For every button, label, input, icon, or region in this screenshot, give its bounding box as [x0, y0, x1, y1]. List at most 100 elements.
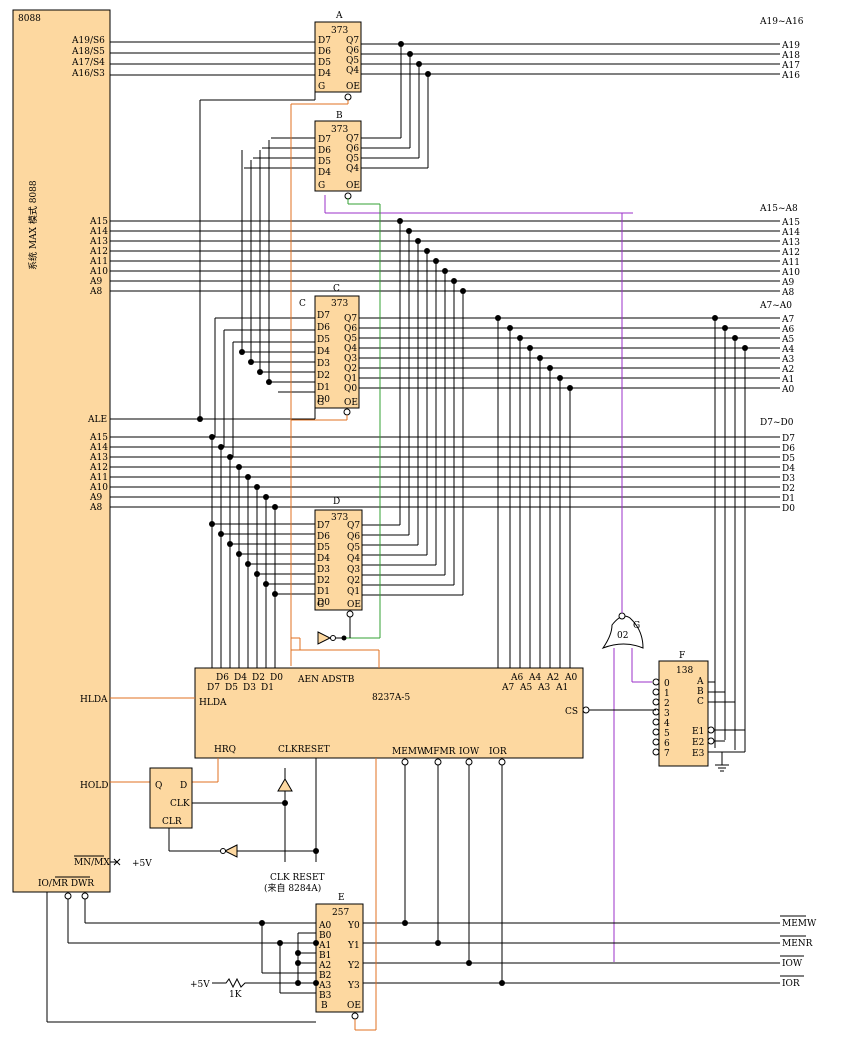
dma-addr-pins: A6 A4 A2 A0 A7 A5 A3 A1	[501, 673, 577, 693]
clk-buffer	[277, 778, 293, 792]
decoder-chip-type: 138	[676, 666, 693, 676]
latch-pin: Q6	[347, 532, 360, 542]
decoder-pin: 2	[664, 699, 670, 709]
latch-pin: D7	[318, 135, 331, 145]
latch-pin: D7	[317, 311, 330, 321]
ff-d: D	[180, 781, 187, 791]
latch-pin: Q7	[347, 521, 360, 531]
latch-pin: Q4	[346, 66, 359, 76]
latch-d-outputs: Q7 Q6 Q5 Q4 Q3 Q2 Q1	[347, 521, 360, 597]
bus-line: D2	[782, 484, 795, 494]
bus-line: A1	[781, 375, 794, 385]
mnmx-vcc-label: +5V	[132, 859, 152, 869]
latch-pin: Q2	[347, 576, 360, 586]
latch-pin: Q5	[346, 56, 359, 66]
latch-pin: Q2	[344, 364, 357, 374]
latch-pin: D2	[317, 576, 330, 586]
latch-pin: Q4	[346, 164, 359, 174]
cpu-pin: A14	[89, 443, 108, 453]
cpu-pin-hlda: HLDA	[80, 695, 108, 705]
mux-pin: A3	[318, 981, 331, 991]
latch-pin: Q1	[347, 587, 360, 597]
latch-c-tag: C	[333, 284, 340, 294]
bus-line: A13	[781, 238, 800, 248]
mux-pin: B1	[319, 951, 331, 961]
bus-a17: A17	[781, 61, 800, 71]
latch-pin: G	[317, 398, 324, 408]
dma-pin-hrq: HRQ	[214, 745, 236, 755]
mux-pin: B0	[319, 931, 332, 941]
latch-a-label: A	[335, 11, 343, 21]
latch-b-chip	[314, 120, 362, 192]
latch-c-chip-type: 373	[331, 299, 348, 309]
mux-label: E	[338, 893, 345, 903]
bus-d7-0-title: D7~D0	[760, 418, 794, 428]
mux-pin: A1	[318, 941, 331, 951]
bus-line: A6	[781, 325, 794, 335]
mux-pin: B	[321, 1001, 328, 1011]
cpu-pin-iomr: IO/MR DWR	[38, 879, 94, 889]
mux-pin: Y3	[347, 981, 360, 991]
latch-pin: OE	[346, 82, 360, 92]
dma-pin: A2	[546, 673, 559, 683]
cpu-pin: A10	[89, 267, 108, 277]
cpu-pin-mnmx: MN/MX	[74, 858, 110, 868]
latch-pin: D5	[318, 58, 331, 68]
bus-line: D5	[782, 454, 795, 464]
decoder-pin: A	[696, 677, 704, 687]
cpu-pin: A11	[89, 257, 108, 267]
latch-pin: D4	[317, 554, 330, 564]
mux-pin: Y1	[347, 941, 360, 951]
cpu-pin: A15	[89, 217, 108, 227]
latch-pin: D4	[317, 347, 330, 357]
cpu-pin: A8	[89, 287, 102, 297]
latch-d-chip	[314, 509, 363, 611]
latch-b-label: B	[336, 111, 343, 121]
latch-pin: Q5	[346, 154, 359, 164]
dma-pin: D3	[243, 683, 256, 693]
latch-c-label: C	[299, 299, 306, 309]
bus-line: A4	[781, 345, 794, 355]
bus-line: A10	[781, 268, 800, 278]
latch-pin: D0	[317, 598, 330, 608]
latch-pin: G	[318, 82, 325, 92]
bus-a15-8-title: A15~A8	[759, 204, 798, 214]
latch-pin: Q7	[346, 36, 359, 46]
decoder-label: F	[679, 651, 685, 661]
mux-inputs: A0 B0 A1 B1 A2 B2 A3 B3 B	[318, 921, 332, 1011]
decoder-pin: 1	[664, 689, 670, 699]
mux-chip-type: 257	[332, 908, 349, 918]
decoder-inputs: A B C E1 E2 E3	[692, 677, 705, 759]
latch-pin: D5	[318, 157, 331, 167]
decoder-pin: C	[697, 697, 704, 707]
mux-outputs: Y0 Y1 Y2 Y3 OE	[347, 921, 361, 1011]
latch-pin: Q3	[347, 565, 360, 575]
dma-data-pins: D6 D4 D2 D0 D7 D5 D3 D1	[207, 673, 283, 693]
ctrl-out-iow: IOW	[782, 959, 803, 969]
mux-pin: A2	[318, 961, 331, 971]
latch-pin: D3	[317, 359, 330, 369]
dma-chip-name: 8237A-5	[372, 693, 410, 703]
ff-clr: CLR	[162, 817, 182, 827]
cpu-pin: A11	[89, 473, 108, 483]
latch-pin: Q6	[344, 324, 357, 334]
pullup-resistor: 1K	[229, 990, 242, 1000]
latch-pin: Q7	[344, 314, 357, 324]
flipflop-chip	[149, 767, 193, 829]
latch-pin: Q3	[344, 354, 357, 364]
latch-pin: G	[318, 181, 325, 191]
cpu-pin: A12	[89, 463, 108, 473]
resistor-1k	[212, 977, 248, 989]
latch-pin: D6	[317, 532, 330, 542]
cpu-pin-a16: A16/S3	[71, 69, 105, 79]
dma-pin-clkreset: CLKRESET	[278, 745, 330, 755]
dma-aen-adstb: AEN ADSTB	[297, 675, 355, 685]
dma-pin: D6	[216, 673, 229, 683]
latch-pin: D5	[317, 543, 330, 553]
decoder-138-chip	[658, 660, 709, 767]
bus-line: A2	[781, 365, 794, 375]
cpu-pin: A10	[89, 483, 108, 493]
pullup-vcc: +5V	[190, 980, 210, 990]
cpu-pin: A12	[89, 247, 108, 257]
